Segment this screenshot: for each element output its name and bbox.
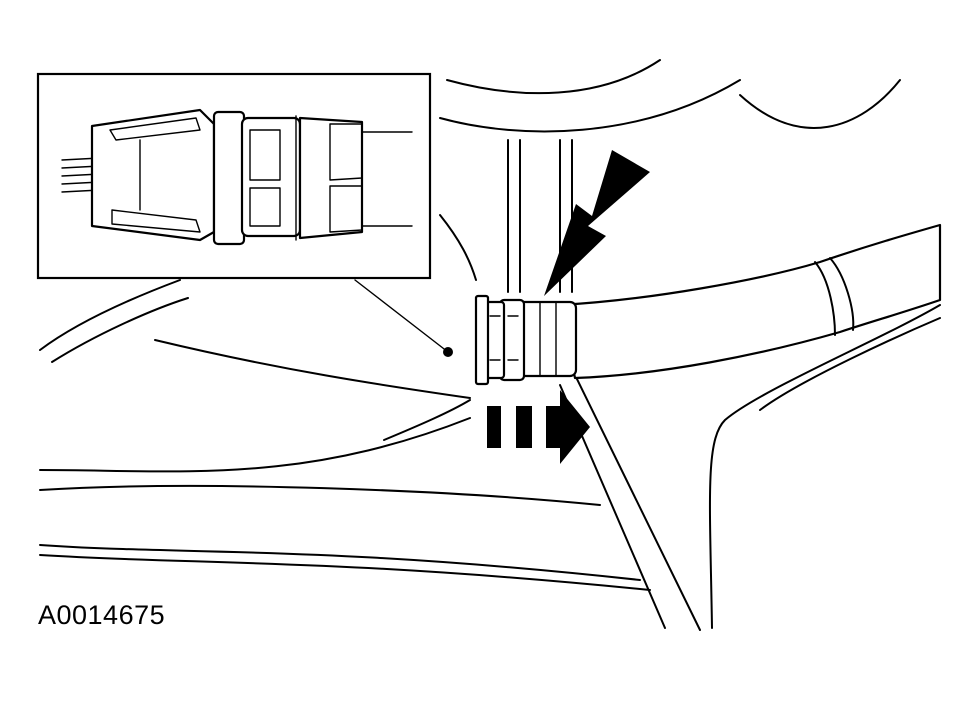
vehicle-body-lines (39, 59, 941, 631)
detail-leader-line (354, 279, 453, 357)
figure-id-label: A0014675 (38, 600, 166, 630)
pull-direction-arrow-icon (487, 390, 590, 464)
coolant-hose (558, 223, 942, 380)
detail-inset (36, 72, 432, 280)
direction-arrow-icon (544, 150, 650, 296)
quick-connect-fitting (474, 294, 578, 386)
